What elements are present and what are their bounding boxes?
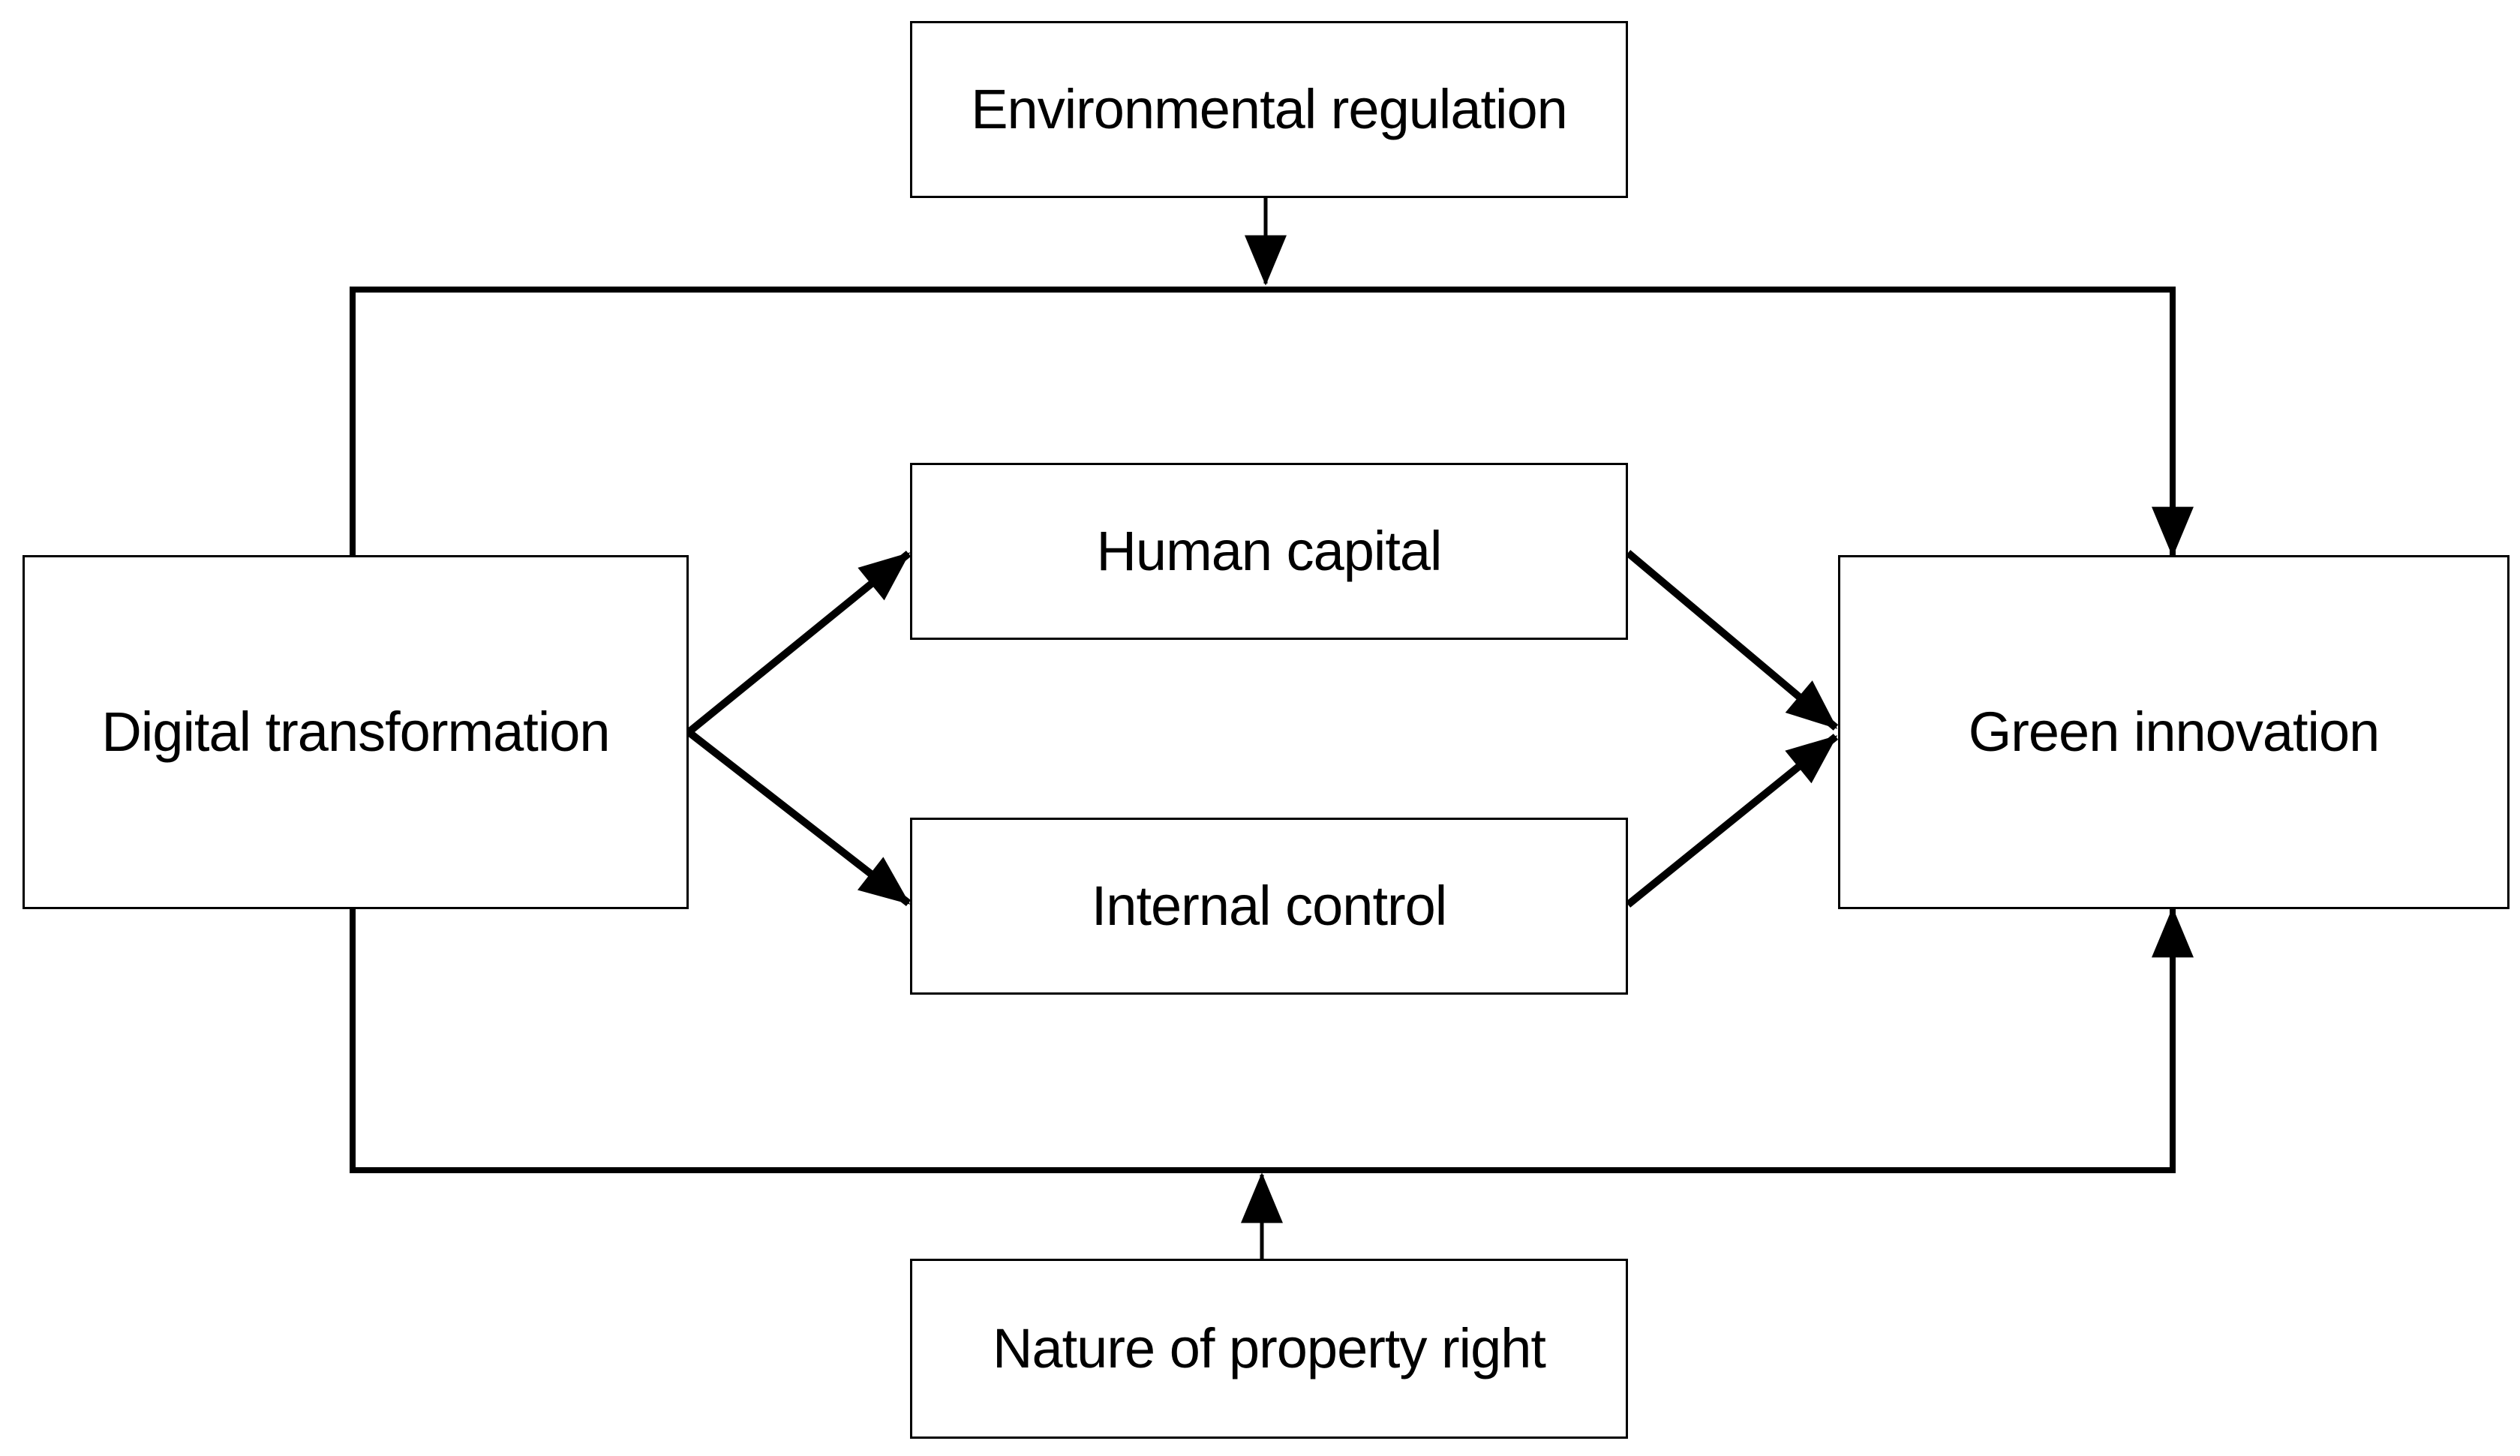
node-label: Internal control [1091, 875, 1447, 937]
node-nature-of-property-right: Nature of property right [910, 1259, 1628, 1439]
node-label: Human capital [1096, 520, 1442, 582]
edge-internal-control-to-green-innovation [1625, 734, 1839, 908]
node-environmental-regulation: Environmental regulation [910, 21, 1628, 198]
node-internal-control: Internal control [910, 818, 1628, 995]
node-label: Environmental regulation [971, 78, 1568, 140]
node-label: Nature of property right [993, 1317, 1546, 1379]
edge-digital-transformation-to-human-capital [686, 551, 912, 735]
edge-digital-transformation-to-internal-control [686, 729, 912, 906]
node-green-innovation: Green innovation [1838, 555, 2509, 909]
edge-bottom-moderation-path [350, 906, 2194, 1173]
edge-human-capital-to-green-innovation [1625, 550, 1839, 731]
node-human-capital: Human capital [910, 463, 1628, 640]
node-digital-transformation: Digital transformation [23, 555, 689, 909]
node-label: Green innovation [1968, 701, 2380, 763]
node-label: Digital transformation [101, 701, 610, 763]
edge-top-moderation-path [350, 287, 2194, 559]
